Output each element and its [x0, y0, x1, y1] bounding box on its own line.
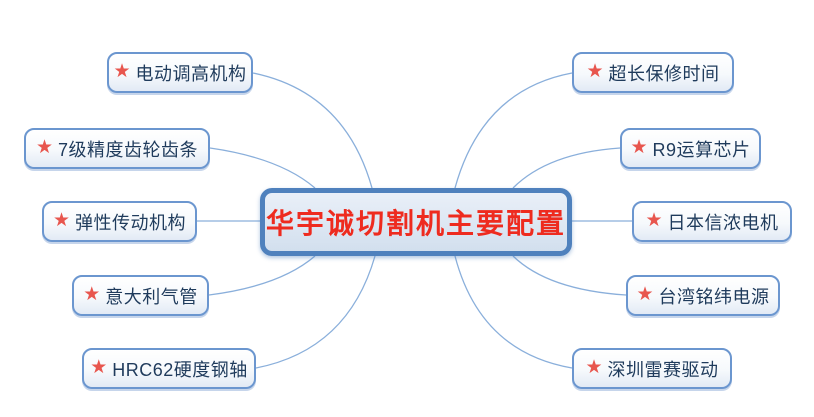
star-icon: ★ [35, 137, 54, 158]
branch-label: 超长保修时间 [608, 63, 720, 84]
branch-label: 7级精度齿轮齿条 [58, 139, 199, 160]
star-icon: ★ [52, 210, 71, 231]
connector-left-2 [209, 147, 316, 189]
center-topic-node[interactable]: 华宇诚切割机主要配置 [260, 188, 572, 256]
branch-node-gear-rack[interactable]: ★ 7级精度齿轮齿条 [24, 128, 210, 169]
branch-node-hrc62-steel-shaft[interactable]: ★ HRC62硬度钢轴 [82, 348, 256, 389]
branch-node-electric-height-adjust[interactable]: ★ 电动调高机构 [107, 52, 253, 93]
center-topic-label: 华宇诚切割机主要配置 [265, 208, 566, 239]
branch-node-r9-chip[interactable]: ★ R9运算芯片 [620, 128, 761, 169]
connector-left-4 [208, 255, 316, 296]
connector-right-2 [512, 147, 621, 189]
connector-right-5 [454, 255, 573, 369]
branch-node-elastic-transmission[interactable]: ★ 弹性传动机构 [42, 201, 197, 242]
branch-label: R9运算芯片 [652, 139, 751, 160]
star-icon: ★ [636, 284, 654, 305]
star-icon: ★ [113, 61, 131, 82]
branch-label: 深圳雷赛驱动 [607, 359, 719, 380]
branch-label: 台湾铭纬电源 [658, 286, 770, 307]
star-icon: ★ [90, 357, 108, 378]
connector-left-5 [255, 255, 376, 369]
connector-right-4 [512, 255, 627, 296]
branch-node-italian-air-pipe[interactable]: ★ 意大利气管 [72, 275, 209, 316]
branch-node-meanwell-power[interactable]: ★ 台湾铭纬电源 [626, 275, 780, 316]
branch-label: 弹性传动机构 [75, 212, 187, 233]
branch-node-shinano-motor[interactable]: ★ 日本信浓电机 [632, 201, 792, 242]
star-icon: ★ [630, 137, 648, 158]
branch-label: HRC62硬度钢轴 [112, 359, 248, 380]
star-icon: ★ [83, 284, 101, 305]
star-icon: ★ [586, 61, 604, 82]
branch-node-leadshine-drive[interactable]: ★ 深圳雷赛驱动 [572, 348, 732, 389]
connector-left-1 [252, 72, 373, 189]
branch-label: 日本信浓电机 [667, 212, 779, 233]
branch-label: 意大利气管 [105, 286, 198, 307]
connector-right-1 [454, 72, 573, 189]
branch-node-long-warranty[interactable]: ★ 超长保修时间 [572, 52, 734, 93]
branch-label: 电动调高机构 [135, 63, 247, 84]
star-icon: ★ [585, 357, 603, 378]
star-icon: ★ [645, 210, 663, 231]
